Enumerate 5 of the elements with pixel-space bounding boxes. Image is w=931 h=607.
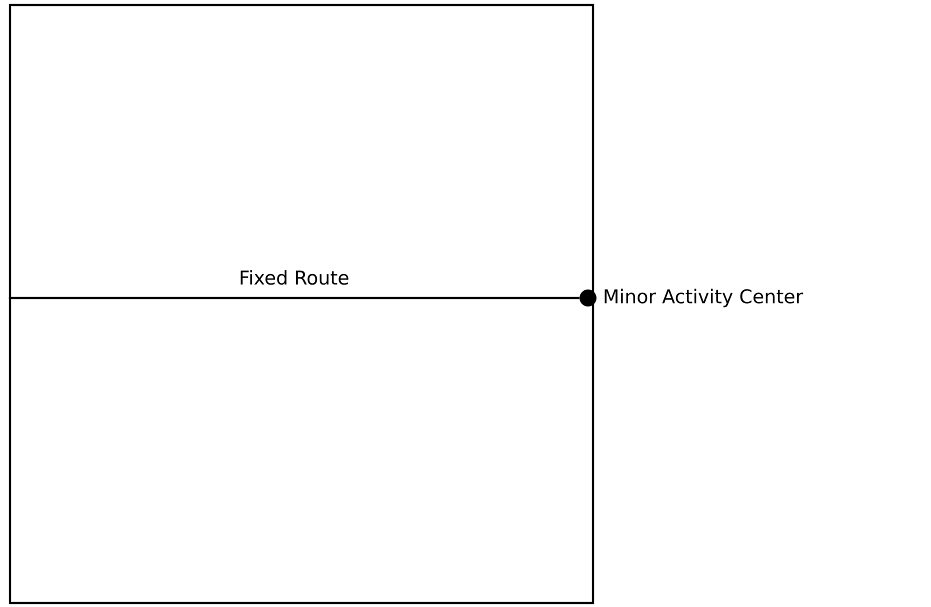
edge-label: Fixed Route — [240, 270, 348, 285]
route-line — [8, 296, 580, 300]
node-caption: Minor Activity Center — [604, 288, 804, 308]
area-box — [8, 4, 594, 604]
activity-dot — [580, 290, 596, 306]
